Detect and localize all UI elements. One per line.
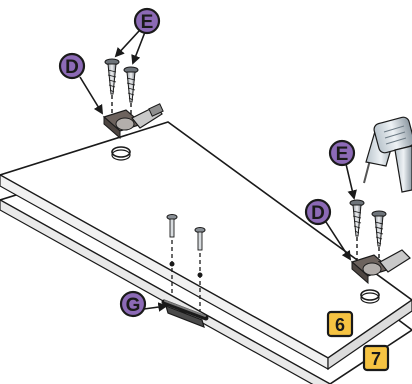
part-number-7: 7 [362,344,390,372]
part-number-7-label: 7 [371,349,381,369]
callout-e-right-label: E [336,144,349,165]
callout-e-right: E [328,139,356,167]
screw-icon [166,214,178,296]
screw-icon [123,66,139,117]
hinge-cup-hole-left [111,146,131,161]
screw-icon [371,210,387,262]
callout-arrows [79,30,357,312]
door-panel-top [0,121,412,371]
callout-e-top: E [133,7,161,35]
callout-e-top-label: E [141,12,154,33]
callout-d-right: D [304,198,332,226]
callout-g-handle-label: G [126,295,141,316]
hinge-cup-hole-right [360,289,380,304]
hinge-icon [350,249,411,285]
hinge-icon [102,103,164,140]
part-number-6-label: 6 [335,315,345,335]
screw-icon [349,199,365,260]
callout-d-top: D [58,52,86,80]
handle-icon [161,299,209,328]
drill-icon [363,116,412,193]
callout-d-right-label: D [311,203,325,224]
callout-d-top-label: D [65,57,79,78]
callout-g-handle: G [119,290,147,318]
part-number-6: 6 [326,310,354,338]
screw-icon [104,58,120,115]
screw-icon [194,227,206,312]
